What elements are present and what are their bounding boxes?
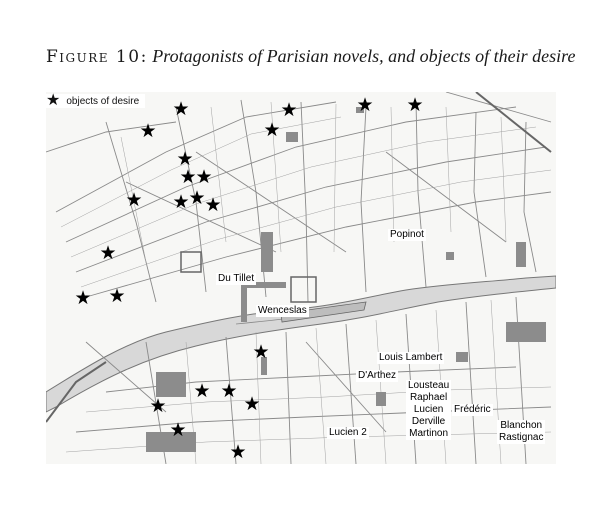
- star-icon: ★: [172, 99, 190, 120]
- star-icon: ★: [125, 190, 143, 211]
- label-popinot: Popinot: [388, 229, 426, 241]
- star-icon: ★: [195, 167, 213, 188]
- star-icon: ★: [406, 95, 424, 116]
- label-du-tillet: Du Tillet: [216, 273, 257, 285]
- label-derville: Derville: [411, 416, 446, 427]
- star-icon: ★: [172, 192, 190, 213]
- star-icon: ★: [193, 381, 211, 402]
- star-icon: ★: [149, 396, 167, 417]
- label-lousteau-group: Lousteau Raphael Lucien Derville Martino…: [406, 380, 452, 440]
- star-icon: ★: [108, 286, 126, 307]
- star-icon: ★: [46, 92, 61, 109]
- label-raphael: Raphael: [409, 392, 448, 403]
- label-frederic: Frédéric: [452, 404, 493, 416]
- star-icon: ★: [169, 420, 187, 441]
- label-blanchon-group: Blanchon Rastignac: [497, 420, 546, 444]
- star-icon: ★: [204, 195, 222, 216]
- star-icon: ★: [252, 342, 270, 363]
- star-icon: ★: [356, 95, 374, 116]
- star-icon: ★: [263, 120, 281, 141]
- map-legend: ★ objects of desire: [46, 92, 146, 109]
- figure-title: Figure 10: Protagonists of Parisian nove…: [46, 46, 575, 67]
- paris-map: [46, 92, 556, 464]
- star-icon: ★: [139, 121, 157, 142]
- streets: [46, 92, 552, 464]
- label-wenceslas: Wenceslas: [256, 305, 309, 317]
- label-blanchon: Blanchon: [500, 420, 543, 431]
- star-icon: ★: [179, 167, 197, 188]
- label-rastignac: Rastignac: [499, 432, 544, 443]
- map-base: [46, 92, 556, 464]
- river-seine: [46, 275, 556, 413]
- star-icon: ★: [243, 394, 261, 415]
- star-icon: ★: [176, 149, 194, 170]
- legend-text: objects of desire: [66, 95, 140, 107]
- label-lousteau: Lousteau: [408, 380, 450, 391]
- figure-caption: Protagonists of Parisian novels, and obj…: [152, 46, 576, 66]
- label-louis-lambert: Louis Lambert: [377, 352, 445, 364]
- star-icon: ★: [188, 188, 206, 209]
- figure-label: Figure 10:: [46, 47, 148, 67]
- label-d-arthez: D'Arthez: [356, 370, 399, 382]
- buildings: [146, 107, 546, 452]
- star-icon: ★: [99, 243, 117, 264]
- star-icon: ★: [280, 100, 298, 121]
- star-icon: ★: [74, 288, 92, 309]
- star-icon: ★: [220, 381, 238, 402]
- label-lucien-2: Lucien 2: [327, 427, 369, 439]
- label-martinon: Martinon: [409, 428, 449, 439]
- label-lucien: Lucien: [413, 404, 444, 415]
- star-icon: ★: [229, 442, 247, 463]
